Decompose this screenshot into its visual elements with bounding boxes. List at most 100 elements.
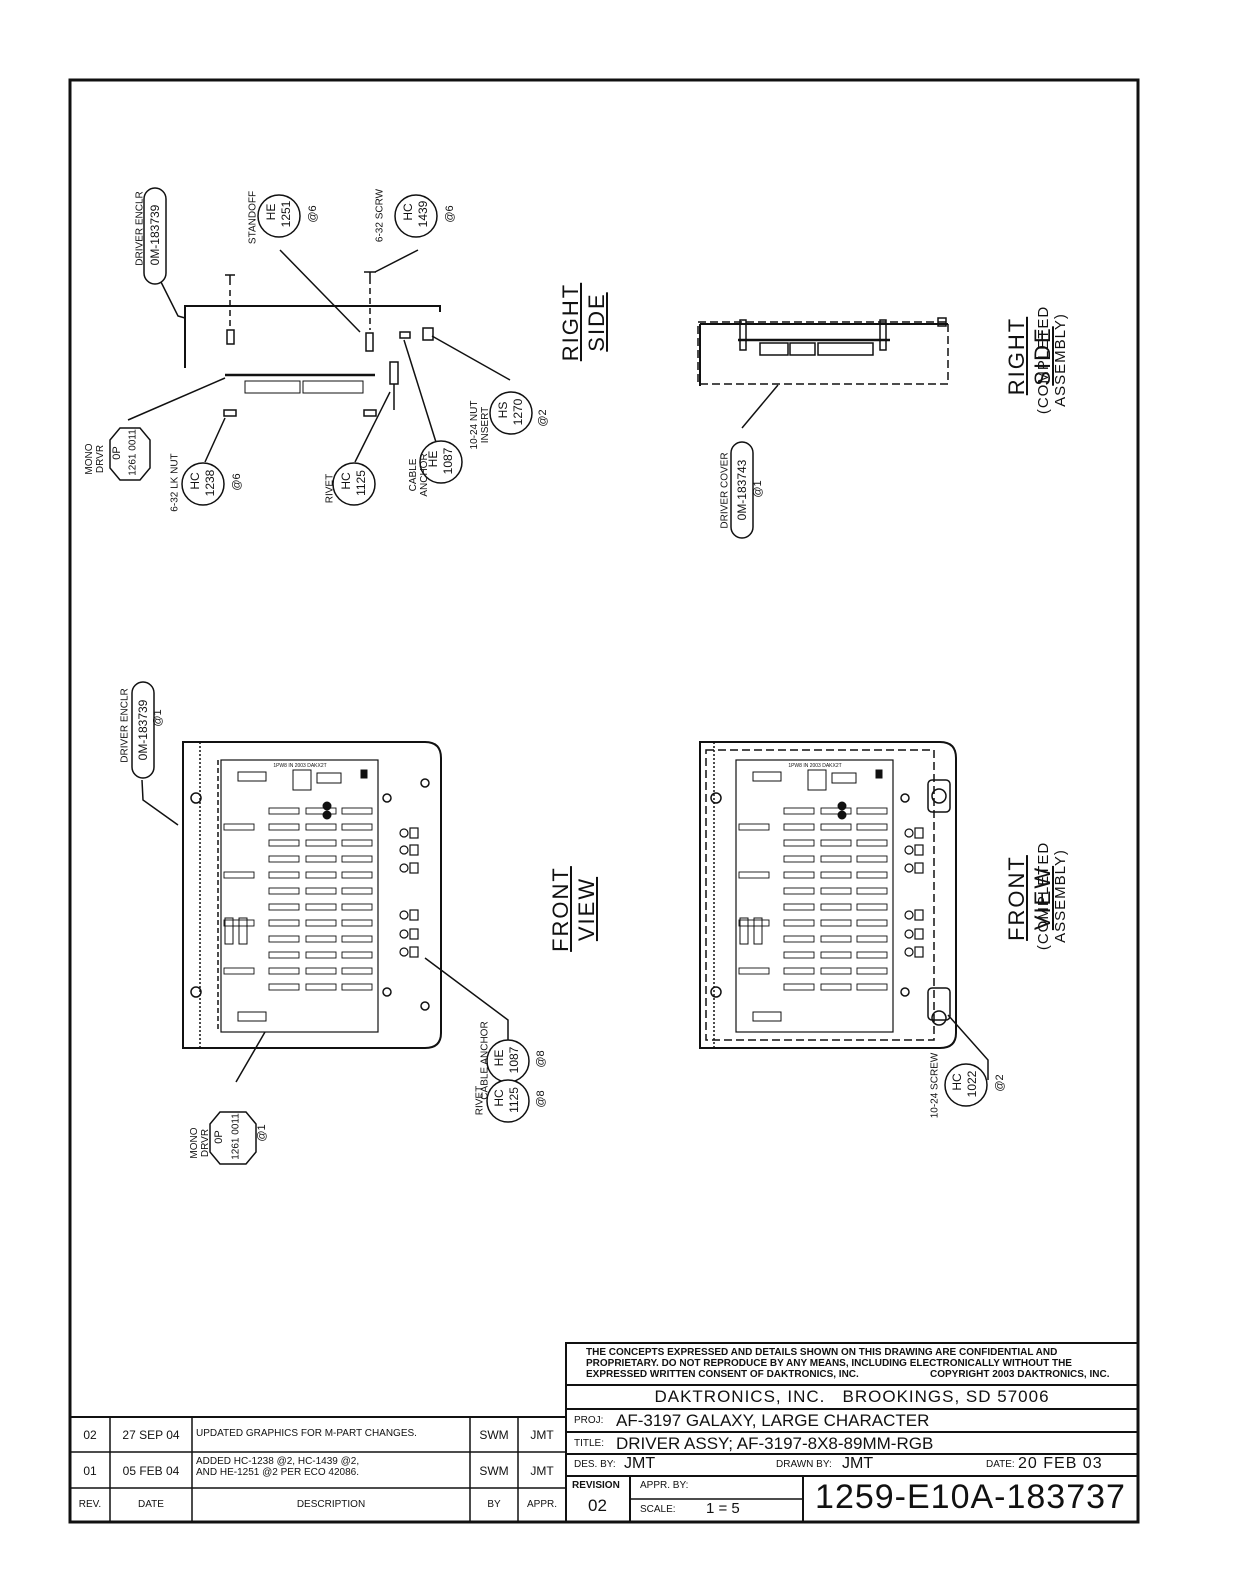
- rs-rivet-num: 1125: [354, 470, 368, 496]
- front-view-completed-subtitle: (COMPLETED ASSEMBLY): [1035, 841, 1069, 951]
- des-by-value: JMT: [624, 1455, 656, 1472]
- rivet: [904, 947, 914, 957]
- rs-nut-insert-desc: 10-24 NUT INSERT: [469, 400, 491, 450]
- ic-chip: [807, 769, 827, 791]
- ic-chip: [820, 951, 852, 959]
- callout-rs-mono-drvr: [109, 427, 151, 481]
- callout-rs-screw: [394, 194, 438, 238]
- ic-chip: [783, 919, 815, 927]
- ic-chip: [738, 823, 770, 831]
- ic-chip: [820, 983, 852, 991]
- ic-chip: [783, 839, 815, 847]
- ic-chip: [783, 903, 815, 911]
- ic-chip: [783, 967, 815, 975]
- right-side-completed-title: RIGHT SIDE: [1004, 316, 1055, 396]
- fv-rivet-num: 1125: [507, 1087, 521, 1113]
- proj-label: PROJ:: [574, 1415, 604, 1426]
- rev-row-01-by: SWM: [479, 1464, 509, 1478]
- revision-block: [69, 1416, 567, 1523]
- ic-chip: [341, 823, 373, 831]
- ic-chip: [268, 855, 300, 863]
- rivet: [399, 910, 409, 920]
- rev-row-02-by: SWM: [479, 1428, 509, 1442]
- callout-rs-rivet: [332, 462, 376, 506]
- ic-chip: [268, 887, 300, 895]
- callout-fv-rivet: [486, 1079, 530, 1123]
- cable-anchor: [914, 946, 924, 958]
- appr-by-label: APPR. BY:: [640, 1480, 689, 1491]
- dip-switch: [238, 917, 248, 945]
- rev-row-02-rev: 02: [83, 1428, 97, 1442]
- rs-mono-drvr-prefix: 0P: [111, 446, 123, 460]
- capacitor: [837, 801, 847, 811]
- proj-value: AF-3197 GALAXY, LARGE CHARACTER: [616, 1411, 930, 1430]
- ic-chip: [268, 919, 300, 927]
- drawing-number: 1259-E10A-183737: [815, 1478, 1126, 1516]
- ic-chip: [783, 823, 815, 831]
- title-label: TITLE:: [574, 1438, 605, 1449]
- fv-rivet-qty: @8: [535, 1090, 547, 1108]
- rs-screw-desc: 6-32 SCRW: [374, 188, 386, 243]
- ic-chip: [223, 823, 255, 831]
- fv-cable-anchor-qty: @8: [535, 1050, 547, 1068]
- fvc-pcb-top-text: 1PW8 IN 2003 DAKX2T: [788, 763, 842, 769]
- rs-lk-nut-prefix: HC: [188, 472, 202, 490]
- rs-rivet-prefix: HC: [339, 472, 353, 490]
- capacitor: [837, 810, 847, 820]
- right-side-title: RIGHT SIDE: [558, 282, 609, 362]
- callout-rs-nut-insert: [489, 391, 533, 435]
- rs-mono-drvr-desc: MONO DRVR: [84, 443, 106, 475]
- revision-label: REVISION: [572, 1480, 620, 1491]
- ic-chip: [268, 823, 300, 831]
- ic-chip: [856, 951, 888, 959]
- ic-chip: [305, 935, 337, 943]
- callout-rs-lk-nut: [181, 462, 225, 506]
- ic-chip: [341, 951, 373, 959]
- callout-rs-driver-enclr: [143, 187, 167, 285]
- ic-chip: [305, 839, 337, 847]
- copyright: COPYRIGHT 2003 DAKTRONICS, INC.: [930, 1369, 1110, 1380]
- ic-chip: [268, 903, 300, 911]
- rev-row-02-date: 27 SEP 04: [122, 1428, 180, 1442]
- rev-row-02-appr: JMT: [530, 1428, 554, 1442]
- right-side-view: [127, 249, 511, 463]
- dip-switch: [224, 917, 234, 945]
- ic-chip: [856, 983, 888, 991]
- cable-anchor: [914, 862, 924, 874]
- ic-chip: [305, 823, 337, 831]
- ic-chip: [305, 855, 337, 863]
- fv-cable-anchor-num: 1087: [507, 1046, 521, 1074]
- ic-chip: [341, 871, 373, 879]
- cable-anchor: [914, 909, 924, 921]
- fvc-screw-qty: @2: [994, 1074, 1006, 1092]
- callout-fv-driver-enclr: [131, 681, 155, 779]
- fv-mono-drvr-desc: MONO DRVR: [189, 1127, 211, 1159]
- rs-mono-drvr-num: 1261 0011: [127, 429, 139, 476]
- cable-anchor: [409, 844, 419, 856]
- ic-chip: [856, 839, 888, 847]
- rev-row-01-date: 05 FEB 04: [122, 1464, 180, 1478]
- fv-rivet-prefix: HC: [492, 1089, 506, 1107]
- dip-switch: [753, 917, 763, 945]
- fv-cable-anchor-prefix: HE: [492, 1049, 506, 1067]
- fvc-screw-desc: 10-24 SCREW: [929, 1052, 941, 1119]
- cable-anchor: [409, 827, 419, 839]
- ic-chip: [820, 839, 852, 847]
- ic-chip: [341, 983, 373, 991]
- ic-chip: [268, 871, 300, 879]
- drawn-by-value: JMT: [842, 1455, 874, 1472]
- rs-screw-prefix: HC: [401, 203, 415, 221]
- fv-mono-drvr-qty: @1: [256, 1124, 268, 1142]
- revision-value: 02: [588, 1496, 607, 1515]
- date-value: 20 FEB 03: [1018, 1455, 1103, 1472]
- ic-chip: [820, 887, 852, 895]
- ic-chip: [305, 887, 337, 895]
- ic-chip: [820, 855, 852, 863]
- ic-chip: [820, 823, 852, 831]
- rev-header-by: BY: [487, 1499, 501, 1510]
- rivet: [904, 845, 914, 855]
- rs-screw-qty: @6: [444, 205, 456, 223]
- rs-standoff-prefix: HE: [264, 203, 278, 221]
- connector-header: [831, 772, 857, 784]
